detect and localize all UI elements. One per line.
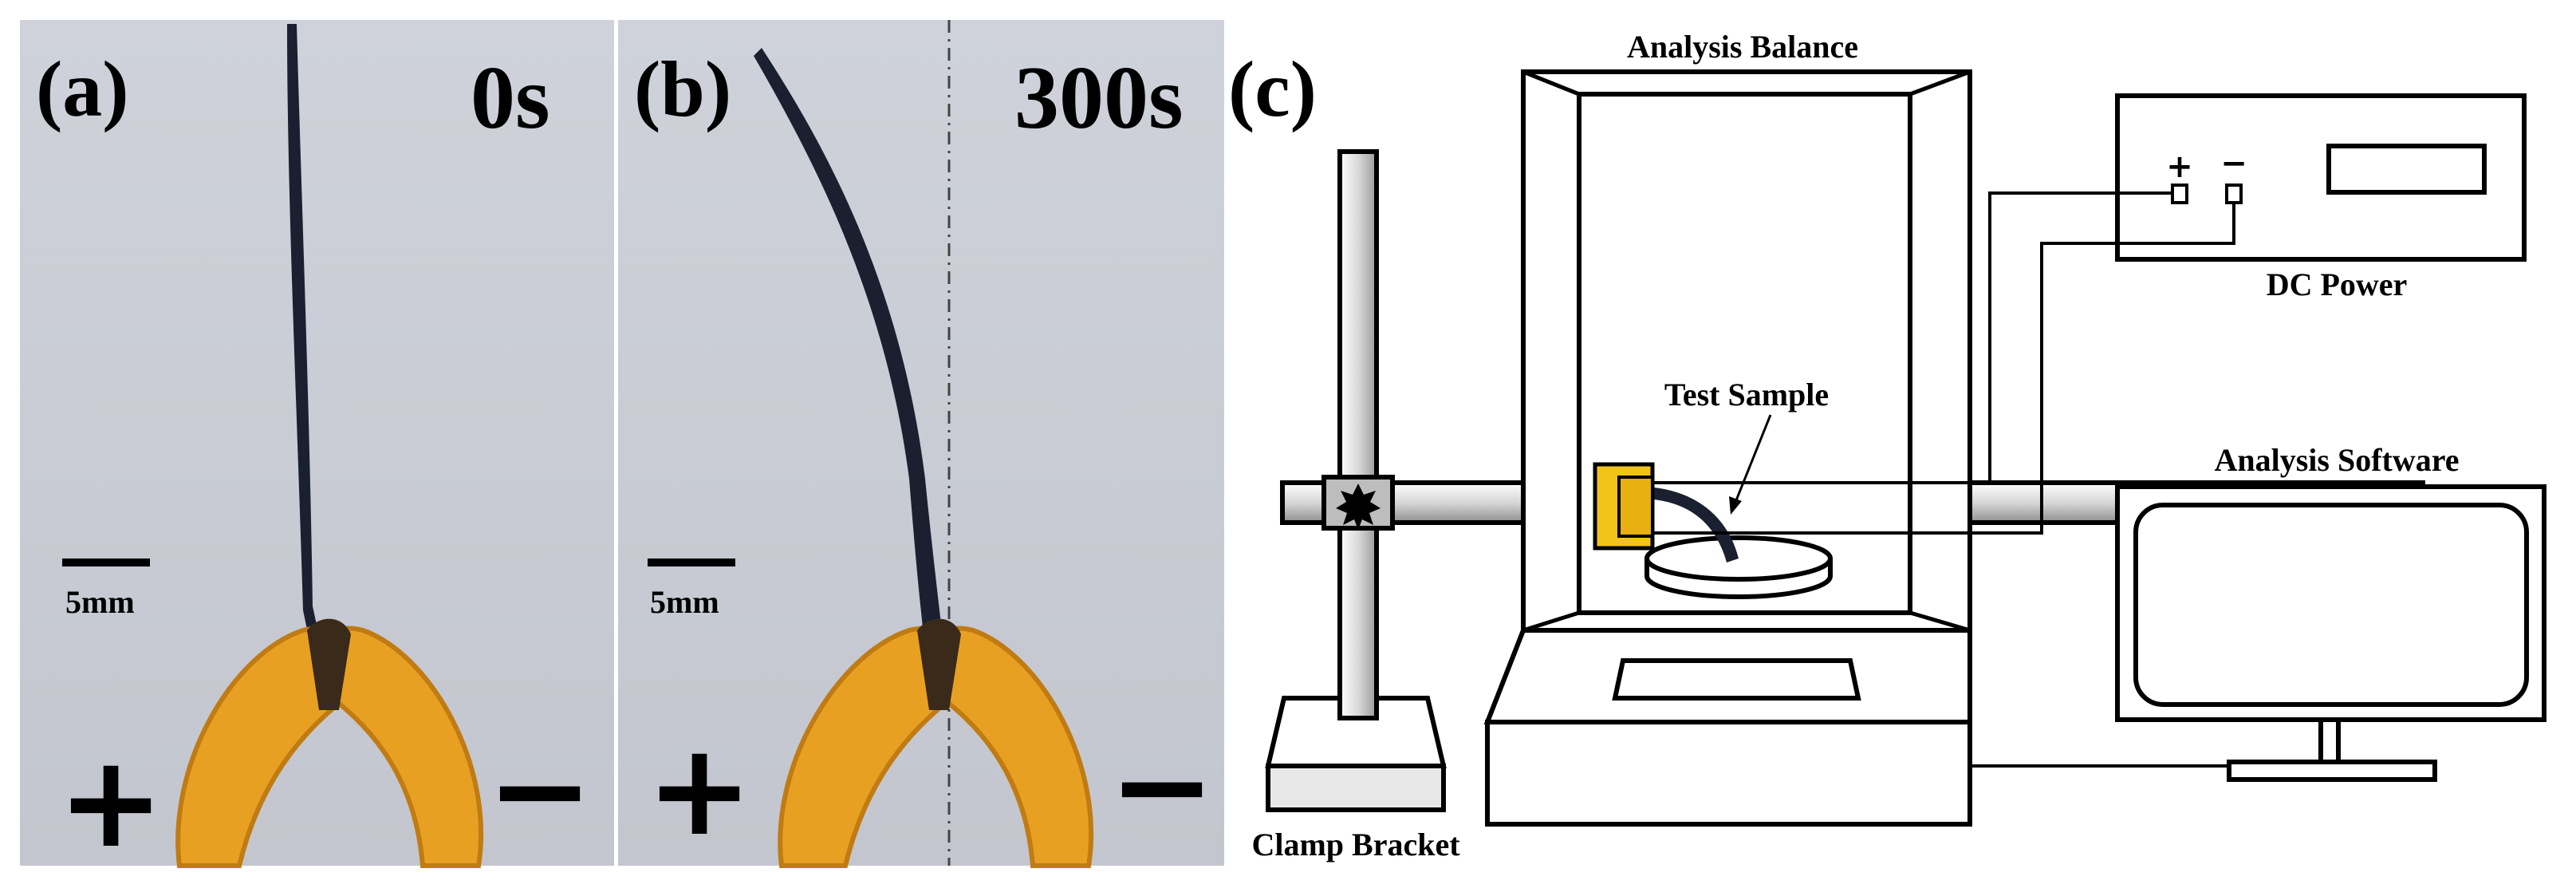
wiring — [1652, 191, 2241, 768]
scale-label-b: 5mm — [650, 584, 719, 620]
analysis-software-label: Analysis Software — [2214, 442, 2459, 478]
negative-terminal — [2225, 184, 2243, 204]
alligator-clip-a — [175, 618, 484, 868]
scale-bar-a — [62, 559, 150, 566]
analysis-software-monitor: Analysis Software — [2115, 442, 2546, 782]
time-label-a: 0s — [471, 49, 550, 148]
sample-strip-straight — [287, 24, 333, 706]
panel-label-c: (c) — [1228, 45, 1317, 133]
plus-sign-a: + — [57, 727, 164, 876]
clamp-bracket-label: Clamp Bracket — [1251, 827, 1460, 862]
weighing-pan: Test Sample — [1593, 377, 1833, 599]
minus-sign-b: − — [1109, 711, 1215, 860]
dc-power-label: DC Power — [2267, 266, 2408, 302]
panel-label-b: (b) — [634, 45, 731, 133]
minus-sign-a: − — [486, 715, 593, 864]
monitor-base — [2227, 760, 2437, 782]
panel-a-photo: 5mm (a) 0s + − — [20, 20, 614, 876]
scale-label-a: 5mm — [65, 584, 135, 620]
monitor-stand — [2318, 717, 2341, 766]
test-sample-label: Test Sample — [1664, 377, 1829, 412]
negative-terminal-label: − — [2220, 145, 2247, 182]
panel-c-diagram: (c) Clamp Bracket Analysis Balance — [1228, 29, 2546, 862]
analysis-balance-label: Analysis Balance — [1627, 29, 1858, 65]
dc-power-display — [2326, 144, 2487, 195]
clamp-pole — [1337, 149, 1379, 720]
monitor-screen — [2133, 503, 2529, 707]
test-sample-arrow — [1733, 414, 1772, 505]
panel-label-a: (a) — [36, 45, 129, 133]
balance-display — [1612, 658, 1861, 701]
time-label-b: 300s — [1014, 49, 1184, 148]
dc-power-supply: + − DC Power — [2115, 93, 2527, 302]
positive-terminal — [2171, 184, 2188, 204]
analysis-balance: Analysis Balance — [1483, 29, 1972, 827]
plus-sign-b: + — [646, 715, 753, 864]
clamp-knob-icon — [1336, 484, 1381, 530]
alligator-clip-b — [778, 618, 1094, 868]
positive-terminal-label: + — [2166, 148, 2193, 185]
scale-bar-b — [648, 559, 735, 566]
panel-b-photo: 5mm (b) 300s + − — [618, 20, 1224, 868]
